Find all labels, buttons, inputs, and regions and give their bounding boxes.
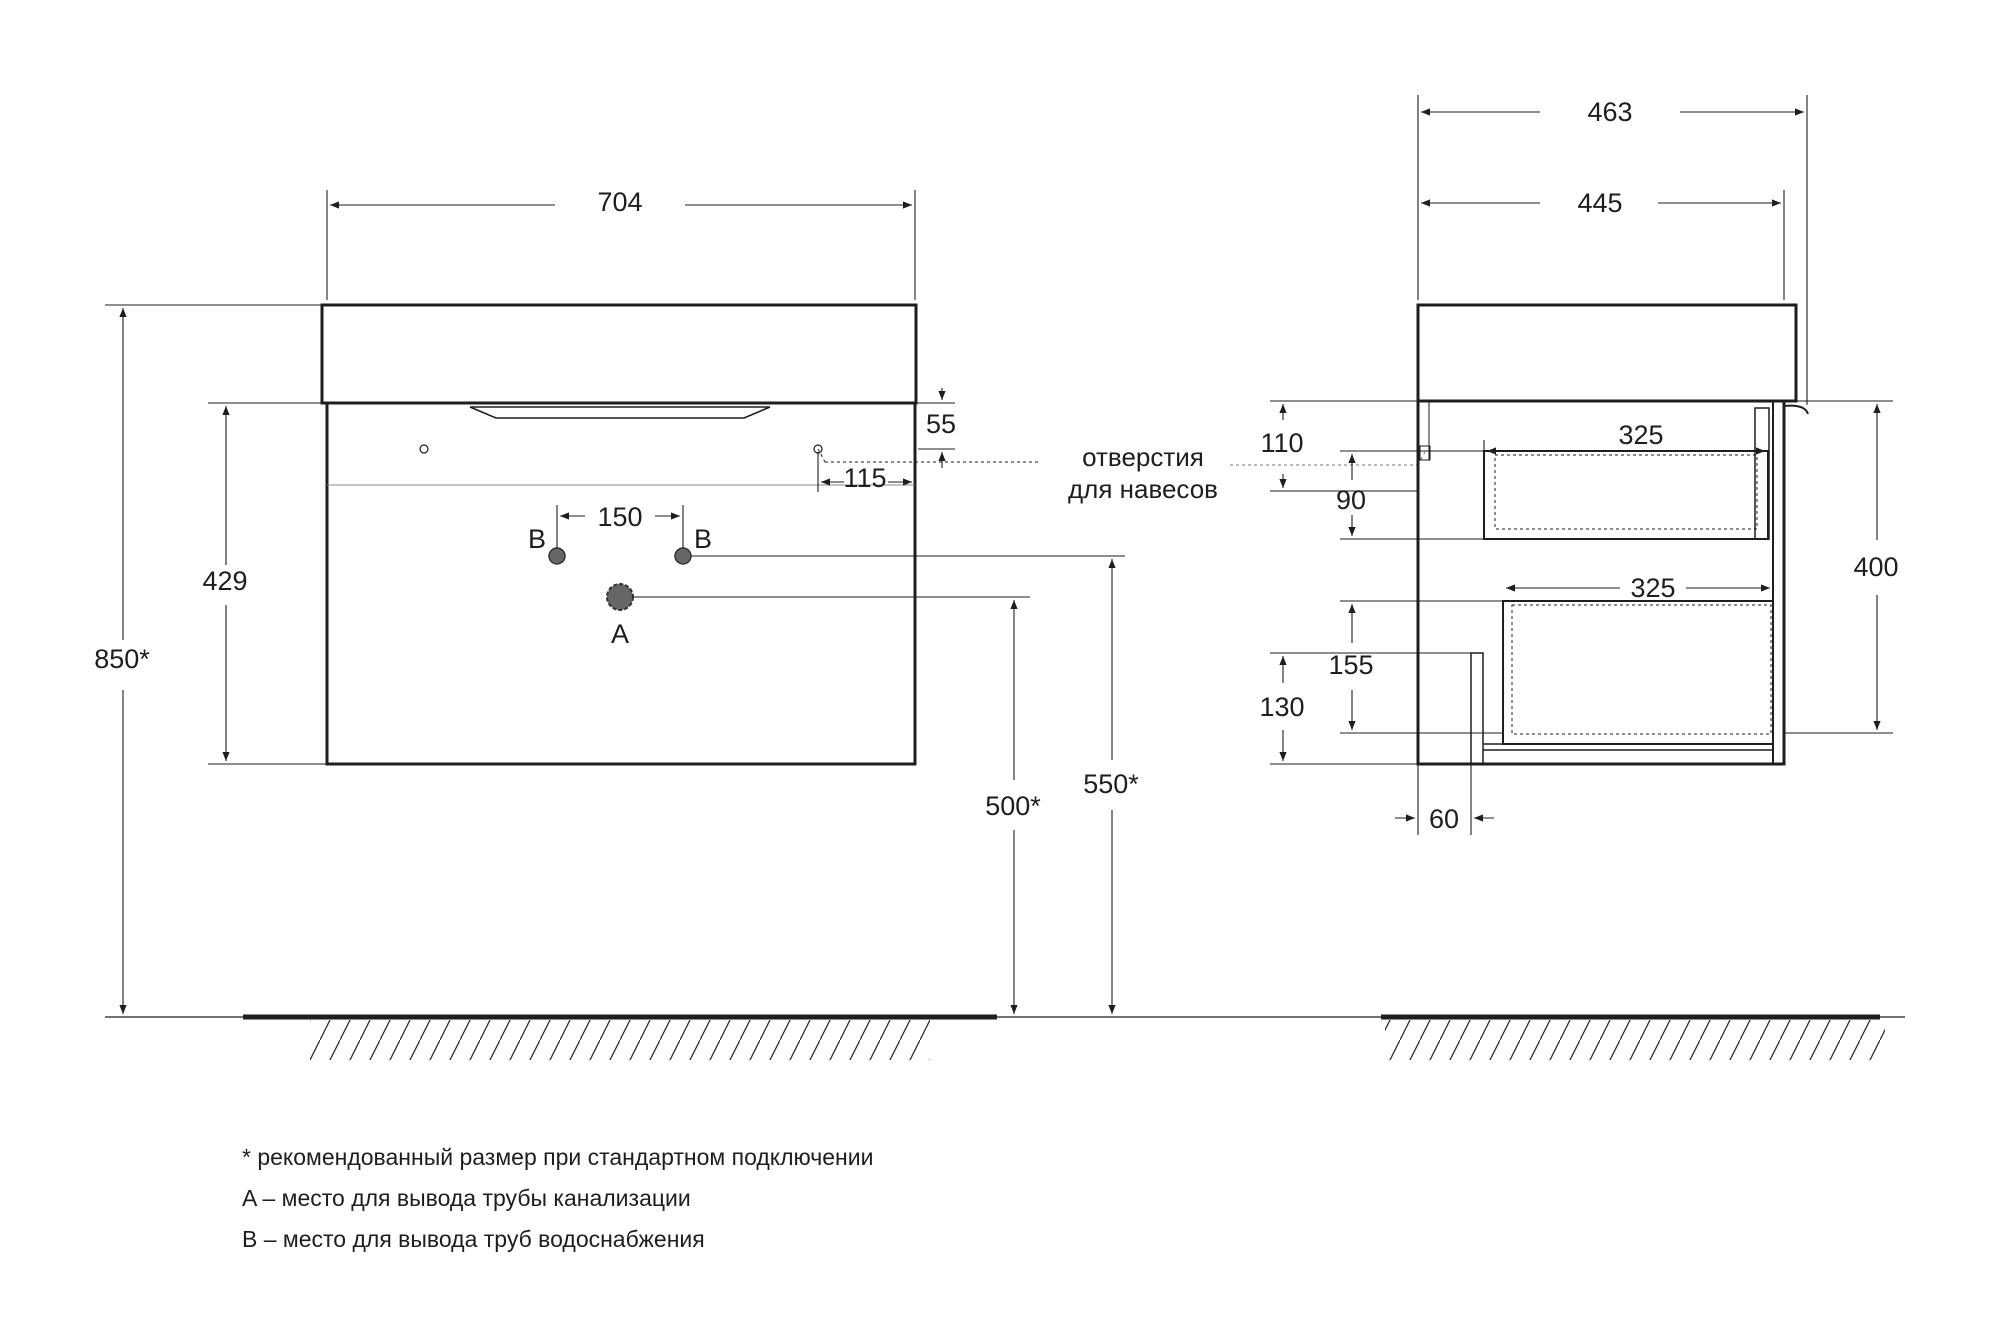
front-view bbox=[320, 303, 1040, 766]
lower-drawer bbox=[1502, 600, 1774, 745]
dim-height-850: 850* bbox=[94, 644, 150, 674]
dim-depth-445: 445 bbox=[1577, 188, 1622, 218]
dim-depth-463: 463 bbox=[1587, 97, 1632, 127]
side-front-panel bbox=[1772, 400, 1785, 765]
dim-side-90: 90 bbox=[1336, 485, 1366, 515]
dim-pipe-150: 150 bbox=[597, 502, 642, 532]
handle-groove bbox=[469, 406, 771, 419]
side-floor-hatch bbox=[1385, 1020, 1885, 1060]
note-drain: A – место для вывода трубы канализации bbox=[242, 1185, 691, 1211]
side-view bbox=[1416, 303, 1809, 766]
side-dimensions bbox=[1270, 95, 1893, 835]
upper-drawer bbox=[1483, 450, 1769, 540]
side-basin bbox=[1416, 303, 1798, 403]
dim-side-110: 110 bbox=[1260, 428, 1303, 458]
side-plinth bbox=[1470, 652, 1484, 765]
dim-plinth-60: 60 bbox=[1429, 804, 1459, 834]
dim-plinth-130: 130 bbox=[1259, 692, 1304, 722]
dim-drain-500: 500* bbox=[985, 791, 1041, 821]
note-recommended: * рекомендованный размер при стандартном… bbox=[242, 1144, 874, 1170]
dim-cabinet-429: 429 bbox=[202, 566, 247, 596]
dim-drawer-bottom-325: 325 bbox=[1630, 573, 1675, 603]
note-supply: B – место для вывода труб водоснабжения bbox=[242, 1226, 705, 1252]
mount-hole-left bbox=[419, 444, 429, 454]
label-b-right: B bbox=[694, 524, 712, 554]
dim-hole-115: 115 bbox=[843, 463, 886, 493]
supply-pipe-left bbox=[548, 547, 566, 565]
front-dimensions bbox=[105, 190, 1125, 1014]
dim-drawer-top-325: 325 bbox=[1618, 420, 1663, 450]
dim-side-155: 155 bbox=[1328, 650, 1373, 680]
notes: * рекомендованный размер при стандартном… bbox=[242, 1137, 873, 1260]
front-basin bbox=[320, 303, 918, 405]
dim-supply-550: 550* bbox=[1083, 769, 1139, 799]
supply-pipe-right bbox=[674, 547, 692, 565]
labels: 704 850* 429 55 115 150 B B A 500* 550* … bbox=[94, 97, 1898, 834]
front-cabinet bbox=[325, 401, 917, 766]
dim-width-704: 704 bbox=[597, 187, 642, 217]
drain-pipe bbox=[606, 583, 634, 611]
dim-hole-55: 55 bbox=[926, 409, 956, 439]
dim-front-400: 400 bbox=[1853, 552, 1898, 582]
label-a: A bbox=[611, 619, 629, 649]
callout-line-1: отверстия bbox=[1082, 442, 1204, 472]
front-floor-hatch bbox=[310, 1020, 930, 1060]
callout-line-2: для навесов bbox=[1068, 474, 1218, 504]
label-b-left: B bbox=[528, 524, 546, 554]
